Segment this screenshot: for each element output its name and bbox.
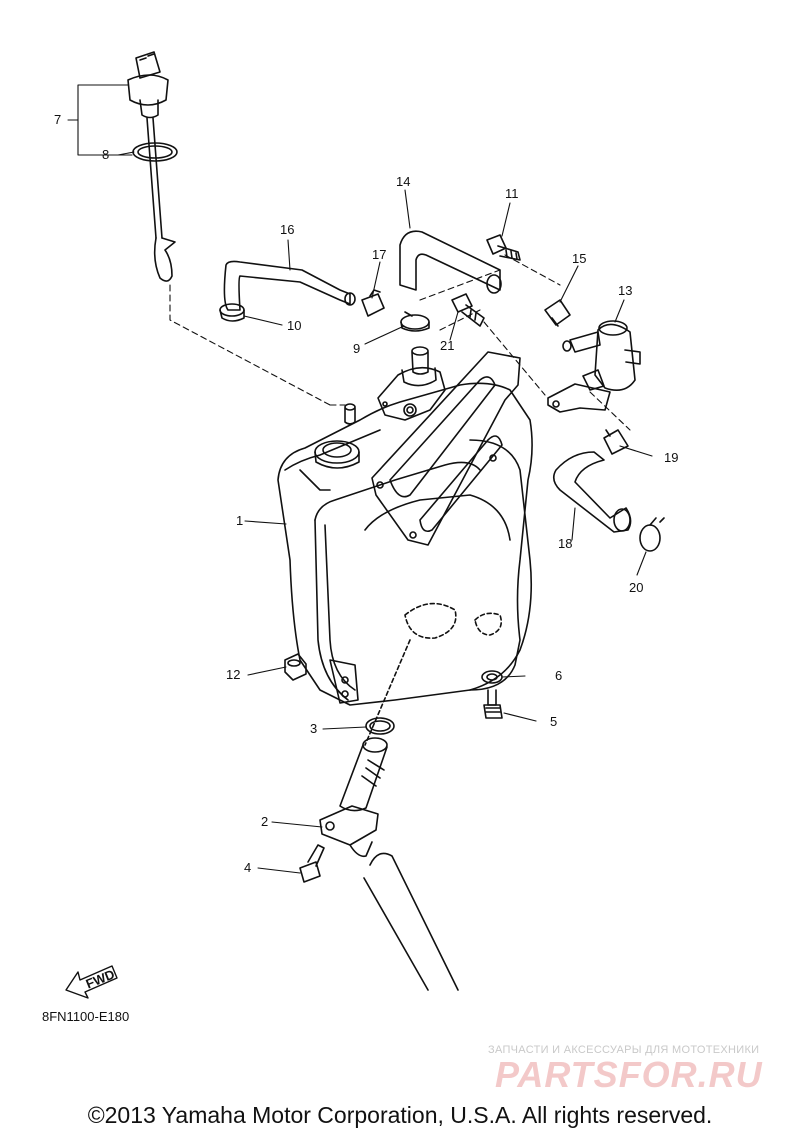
bolt-4 bbox=[299, 844, 325, 883]
oil-strainer-2 bbox=[319, 737, 388, 858]
hose-clamp-19 bbox=[603, 429, 629, 455]
callout-12: 12 bbox=[226, 667, 240, 682]
routing-lines bbox=[169, 254, 631, 431]
callout-14: 14 bbox=[396, 174, 410, 189]
dipstick bbox=[127, 51, 176, 282]
hose-clamp-15 bbox=[544, 299, 571, 327]
callout-17: 17 bbox=[372, 247, 386, 262]
callout-3: 3 bbox=[310, 721, 317, 736]
callout-16: 16 bbox=[280, 222, 294, 237]
callout-15: 15 bbox=[572, 251, 586, 266]
callout-21: 21 bbox=[440, 338, 454, 353]
callout-4: 4 bbox=[244, 860, 251, 875]
callout-6: 6 bbox=[555, 668, 562, 683]
callout-8: 8 bbox=[102, 147, 109, 162]
callout-5: 5 bbox=[550, 714, 557, 729]
fwd-arrow-icon: FWD bbox=[65, 965, 118, 999]
callout-11: 11 bbox=[505, 186, 519, 201]
callout-13: 13 bbox=[618, 283, 632, 298]
callout-10: 10 bbox=[287, 318, 301, 333]
watermark-logo: PARTSFOR.RU bbox=[495, 1054, 763, 1095]
breather-hose-14 bbox=[399, 230, 502, 294]
cap-20 bbox=[639, 517, 665, 552]
hose-18 bbox=[552, 451, 632, 533]
callout-2: 2 bbox=[261, 814, 268, 829]
fwd-label: FWD bbox=[84, 966, 117, 991]
o-ring-3 bbox=[365, 717, 395, 735]
oil-tank bbox=[277, 346, 533, 746]
leader-lines bbox=[67, 84, 653, 874]
callout-19: 19 bbox=[664, 450, 678, 465]
hose-clamp-10 bbox=[219, 303, 245, 322]
check-valve-13 bbox=[562, 320, 641, 391]
copyright-notice: ©2013 Yamaha Motor Corporation, U.S.A. A… bbox=[87, 1102, 713, 1128]
bolt-21 bbox=[451, 293, 485, 327]
callout-9: 9 bbox=[353, 341, 360, 356]
callout-7: 7 bbox=[54, 112, 61, 127]
bolt-11 bbox=[486, 234, 521, 261]
drain-bolt-5 bbox=[483, 689, 503, 719]
callout-1: 1 bbox=[236, 513, 243, 528]
outlet-hose bbox=[363, 852, 459, 991]
nut-12 bbox=[284, 653, 307, 681]
figure-code: 8FN1100-E180 bbox=[42, 1009, 130, 1024]
callout-labels: 1 2 3 4 5 6 7 8 9 10 11 12 13 14 15 16 1… bbox=[54, 112, 678, 875]
breather-hose-16 bbox=[223, 260, 356, 311]
callout-18: 18 bbox=[558, 536, 572, 551]
callout-20: 20 bbox=[629, 580, 643, 595]
watermark-tagline: ЗАПЧАСТИ И АКСЕССУАРЫ ДЛЯ МОТОТЕХНИКИ bbox=[488, 1044, 760, 1056]
valve-bracket bbox=[547, 383, 611, 413]
hose-clamp-9 bbox=[400, 311, 430, 332]
